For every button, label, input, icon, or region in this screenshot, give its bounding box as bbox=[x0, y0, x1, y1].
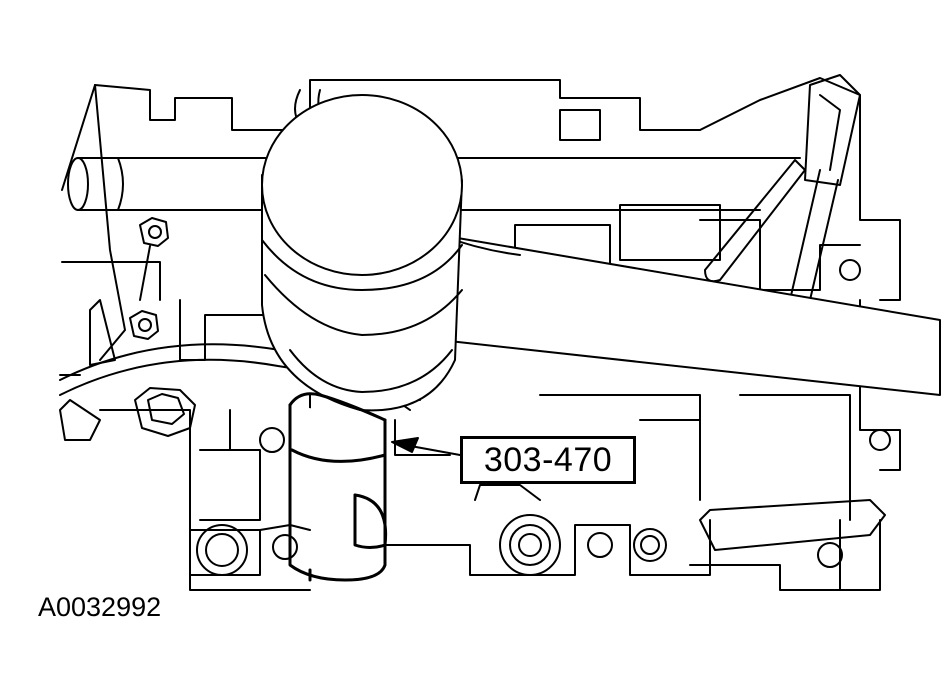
callout-arrow bbox=[391, 437, 461, 456]
installer-tool bbox=[288, 392, 388, 582]
hammer-head bbox=[261, 94, 463, 412]
figure-id: A0032992 bbox=[38, 592, 162, 622]
engine-block bbox=[59, 77, 901, 591]
bolt bbox=[134, 387, 196, 437]
bolt bbox=[129, 217, 169, 340]
lever bbox=[704, 74, 861, 301]
seal-bore bbox=[189, 427, 891, 576]
tool-number-label: 303-470 bbox=[483, 440, 613, 479]
tool-number-callout: 303-470 bbox=[460, 436, 636, 484]
bracket bbox=[59, 84, 126, 441]
